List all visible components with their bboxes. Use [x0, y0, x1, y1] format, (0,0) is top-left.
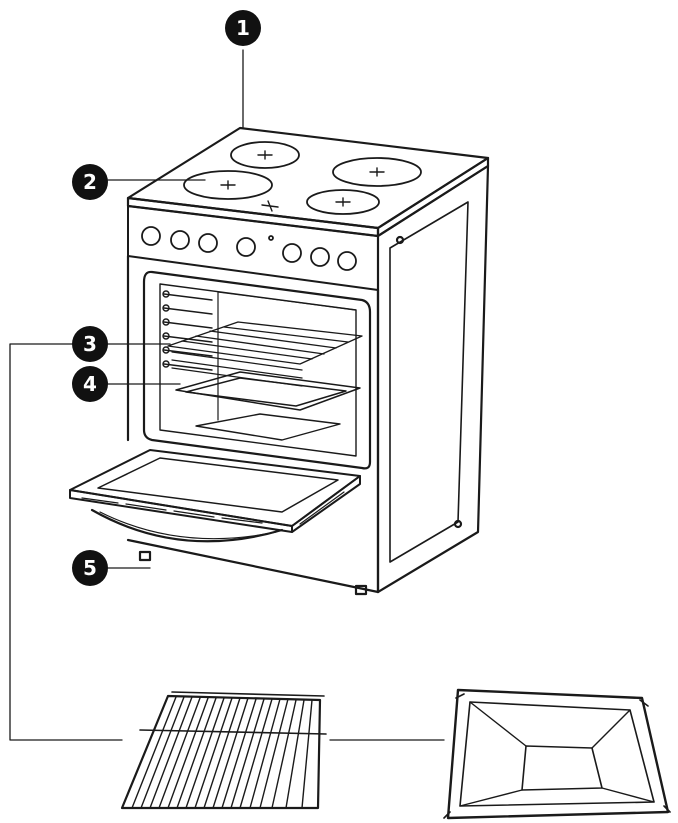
door-front-edge: [69, 489, 293, 533]
side-screw-bottom: [453, 519, 463, 529]
cooker-body: [126, 164, 490, 596]
oven-cavity: [142, 270, 372, 470]
knob-7: [337, 251, 357, 271]
foot-left: [138, 550, 152, 562]
knob-4: [236, 237, 256, 257]
hotplate-front-left: [183, 170, 273, 200]
tray-handle-rim: [443, 693, 671, 819]
callout-number-1: 1: [236, 16, 250, 40]
side-screw-top: [395, 235, 405, 245]
indicator-light: [268, 235, 274, 241]
door-vent-slots: [81, 491, 345, 525]
cavity-floor-plate: [195, 413, 341, 441]
body-side-panel: [376, 164, 490, 594]
hotplate-back-right: [332, 157, 422, 187]
oven-baking-tray: [175, 371, 361, 411]
knob-5: [282, 243, 302, 263]
wire-rack-accessory: [120, 691, 327, 810]
leader-line-3: [9, 343, 123, 741]
door-handle: [90, 508, 284, 543]
wire-rack-back-rail: [171, 691, 325, 697]
shelf-runners: [162, 290, 213, 371]
control-panel-face: [127, 205, 379, 291]
oven-door-open: [69, 449, 361, 543]
callout-number-4: 4: [83, 372, 97, 396]
callout-badge-2: 2: [72, 164, 108, 200]
callout-number-2: 2: [83, 170, 97, 194]
door-handle-inner: [99, 511, 277, 540]
knob-3: [198, 233, 218, 253]
knob-2: [170, 230, 190, 250]
door-glass: [97, 457, 339, 513]
wire-rack-rods: [131, 696, 313, 809]
callout-badge-3: 3: [72, 326, 108, 362]
hotplates: [183, 141, 422, 215]
callout-badge-4: 4: [72, 366, 108, 402]
knob-6: [310, 247, 330, 267]
hob: [126, 126, 490, 238]
door-side-edge: [291, 475, 361, 533]
hotplate-marks: [220, 150, 385, 212]
callout-number-5: 5: [83, 556, 97, 580]
hotplate-front-right: [306, 189, 380, 215]
hotplate-back-left: [230, 141, 300, 169]
oven-opening-outer: [142, 270, 372, 470]
callout-number-3: 3: [83, 332, 97, 356]
tray-base: [521, 745, 603, 791]
hob-front-edge: [126, 196, 380, 238]
callout-badge-5: 5: [72, 550, 108, 586]
control-panel: [127, 205, 379, 291]
tray-rim-outer: [446, 688, 670, 820]
baking-tray-accessory: [443, 688, 671, 820]
callout-badge-1: 1: [225, 10, 261, 46]
foot-right: [354, 584, 368, 596]
knob-1: [141, 226, 161, 246]
tray-corner-folds: [459, 701, 655, 807]
body-side-inset: [389, 201, 469, 563]
wire-rack-frame: [120, 694, 322, 810]
oven-wire-shelf: [167, 321, 363, 387]
control-knobs: [141, 226, 357, 271]
cavity-back-top: [217, 291, 357, 311]
body-bottom-edge: [126, 538, 380, 594]
